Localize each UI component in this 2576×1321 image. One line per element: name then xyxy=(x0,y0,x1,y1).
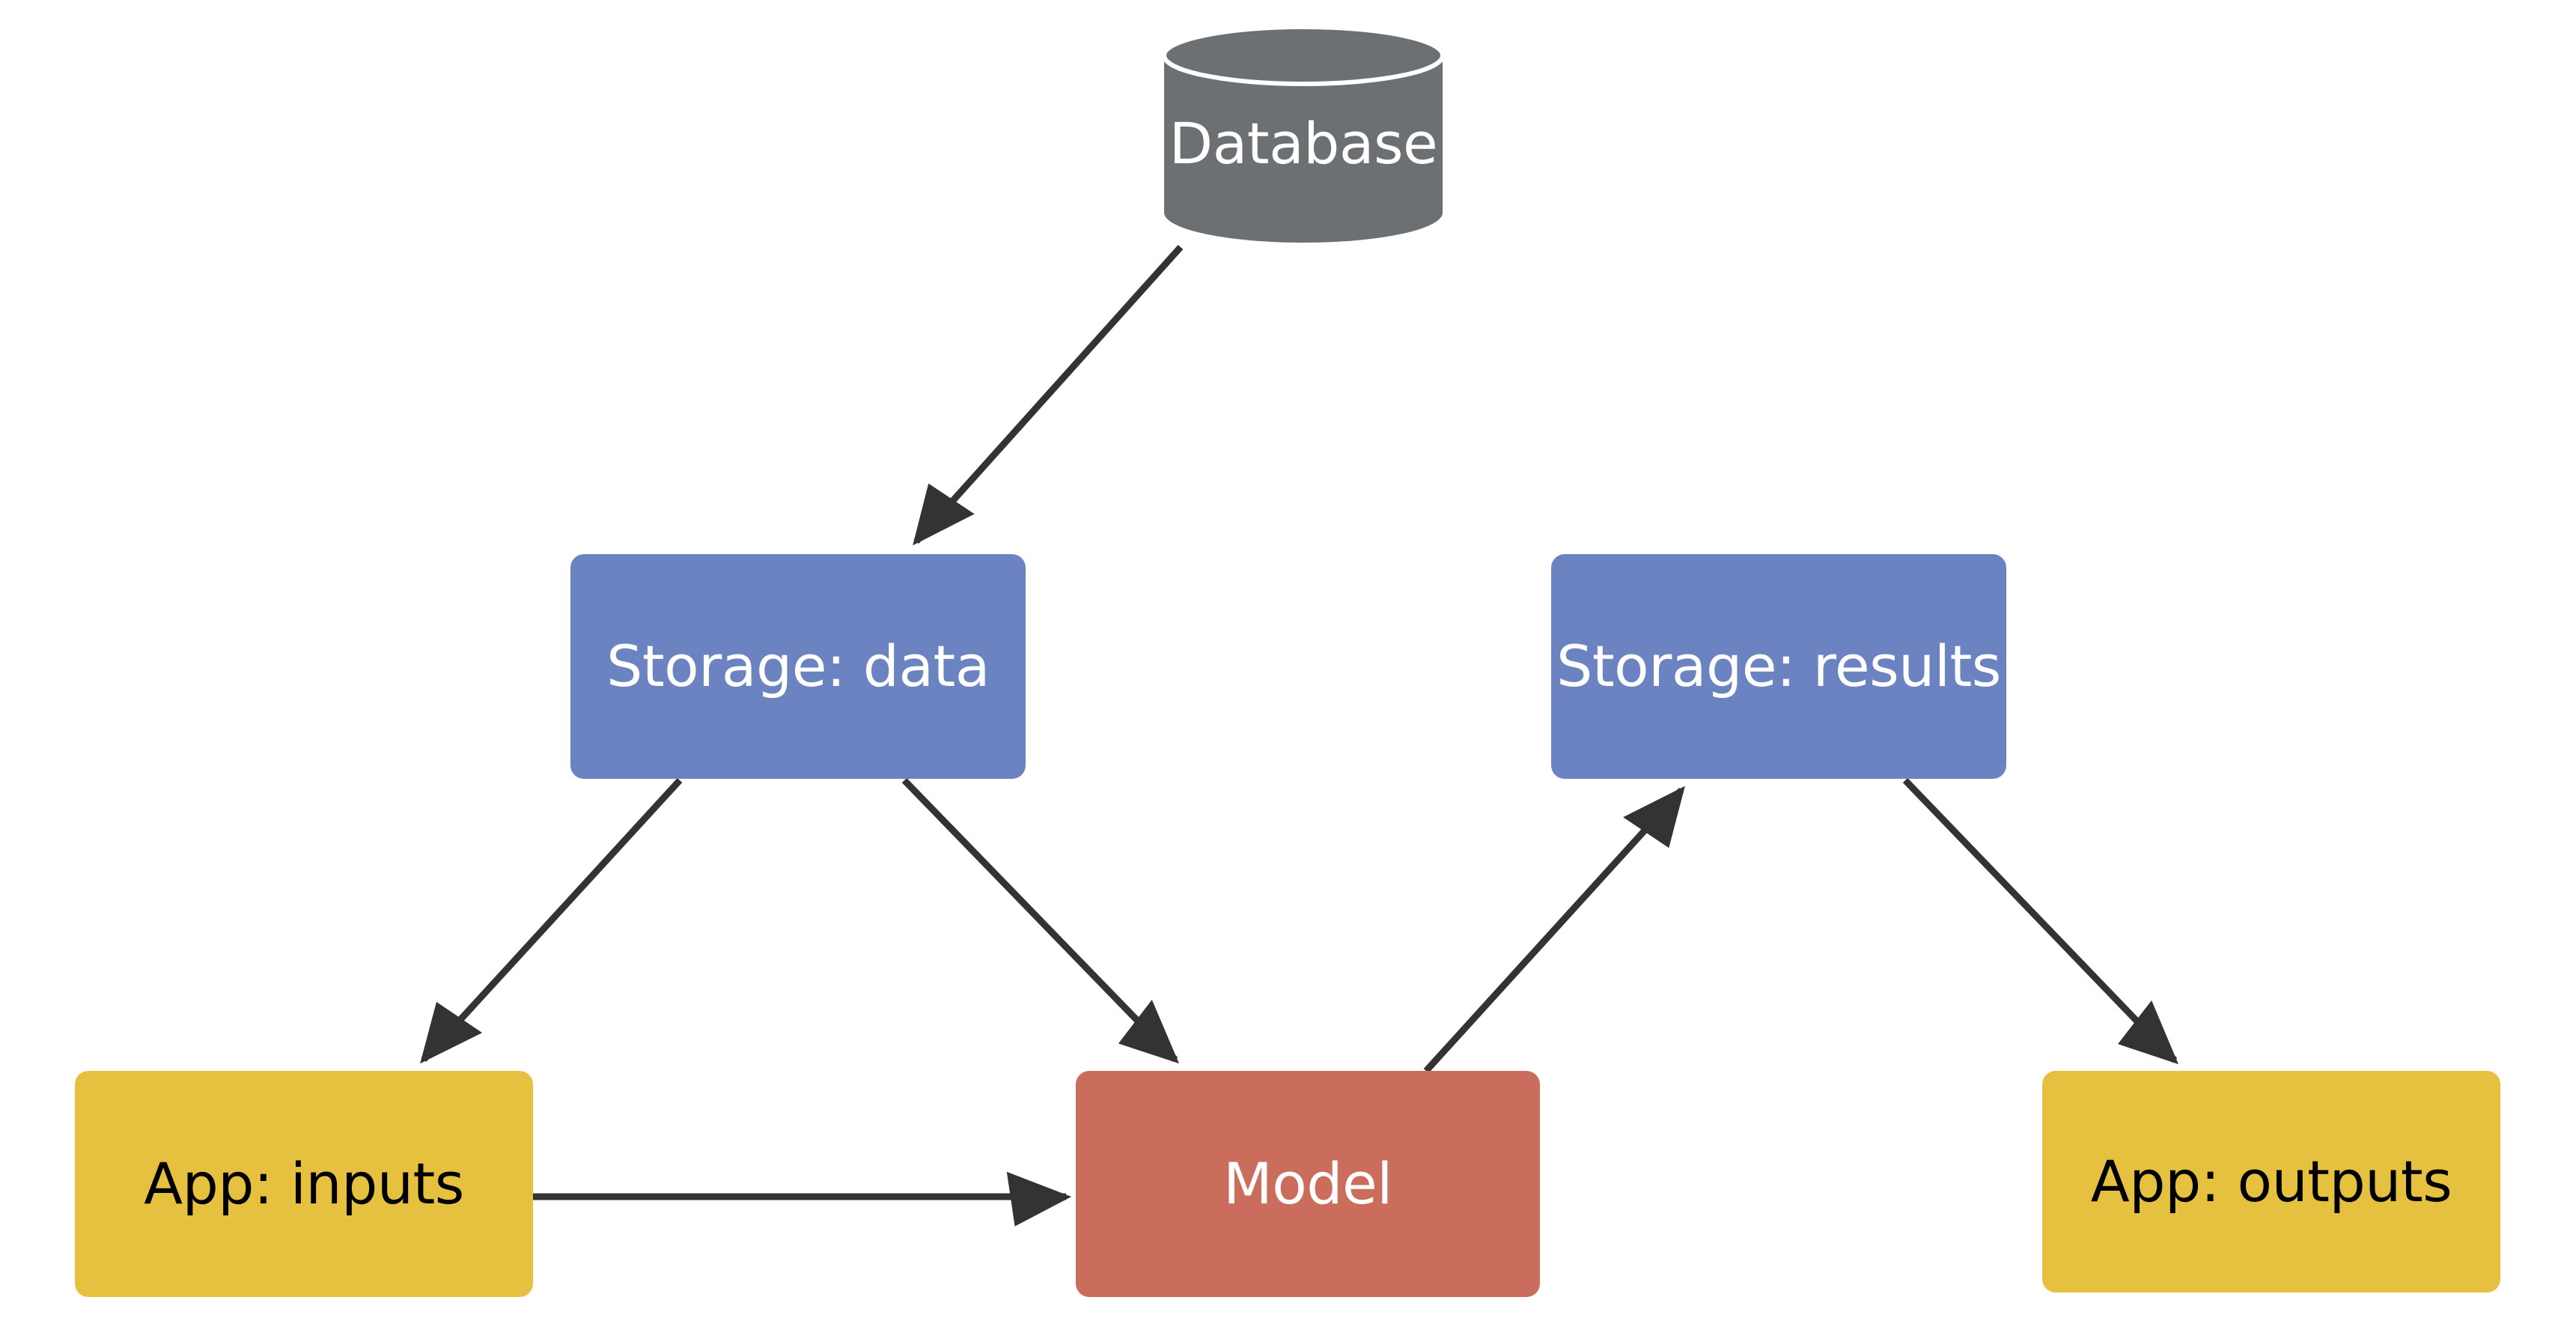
node-app-outputs[interactable]: App: outputs xyxy=(2042,1071,2500,1293)
edge-database-to-storage-data xyxy=(913,244,1184,546)
node-app-outputs-label: App: outputs xyxy=(2090,1148,2452,1215)
node-storage-results-label: Storage: results xyxy=(1556,633,2001,699)
node-storage-data[interactable]: Storage: data xyxy=(570,554,1026,779)
edge-model-to-storage-results xyxy=(1423,786,1685,1074)
node-database[interactable]: Database xyxy=(1163,25,1444,243)
node-model[interactable]: Model xyxy=(1076,1071,1540,1297)
node-app-inputs[interactable]: App: inputs xyxy=(75,1071,533,1297)
node-app-inputs-label: App: inputs xyxy=(144,1150,464,1217)
edge-storage-data-to-model xyxy=(901,777,1180,1064)
node-storage-results[interactable]: Storage: results xyxy=(1551,554,2006,779)
node-storage-data-label: Storage: data xyxy=(606,633,990,699)
edge-storage-data-to-app-inputs xyxy=(420,777,683,1064)
node-database-label: Database xyxy=(1169,110,1438,177)
edge-storage-results-to-app-outputs xyxy=(1902,777,2178,1065)
database-cylinder-icon xyxy=(1163,25,1444,243)
node-model-label: Model xyxy=(1223,1150,1392,1217)
